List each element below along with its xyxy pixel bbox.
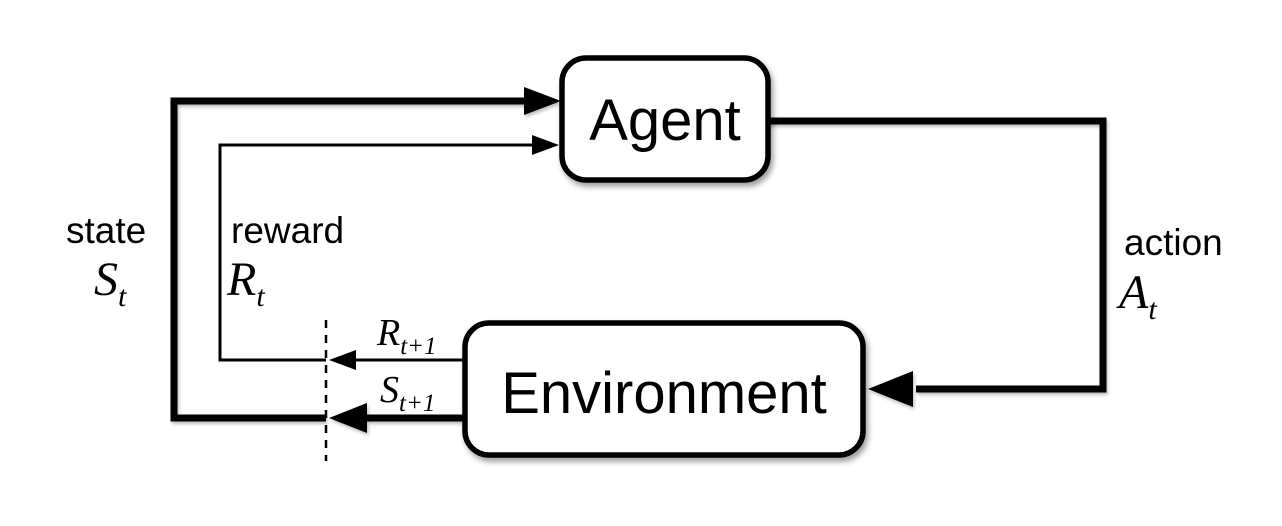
environment-box	[462, 320, 866, 458]
state-word-label: state	[66, 210, 146, 251]
reward-symbol-subscript: t	[256, 280, 265, 313]
reward-arrowhead-at-agent	[532, 135, 559, 155]
action-word-label: action	[1124, 222, 1223, 263]
reward-symbol: R	[226, 253, 256, 306]
action-symbol-subscript: t	[1148, 293, 1157, 326]
next-state-label: St+1	[380, 369, 435, 417]
state-symbol-label: St	[94, 253, 127, 313]
next-state-subscript: t+1	[399, 390, 435, 417]
action-symbol-label: At	[1116, 266, 1157, 326]
action-arrow	[767, 117, 1107, 407]
reward-symbol-label: Rt	[226, 253, 265, 313]
reward-arrow	[218, 135, 559, 370]
reward-word-label: reward	[231, 210, 344, 251]
state-arrowhead-at-agent	[524, 87, 561, 115]
action-line	[767, 117, 1107, 393]
reward-line-to-agent	[218, 143, 534, 362]
next-reward-label: Rt+1	[376, 312, 437, 360]
state-symbol: S	[94, 253, 118, 306]
action-arrowhead-at-environment	[868, 371, 913, 407]
reward-arrowhead-at-boundary	[329, 350, 356, 370]
state-arrow	[170, 87, 561, 433]
state-arrowhead-at-boundary	[329, 403, 367, 433]
agent-box	[559, 55, 771, 183]
next-state-symbol: S	[380, 369, 399, 411]
state-symbol-subscript: t	[118, 280, 127, 313]
next-reward-subscript: t+1	[400, 333, 436, 360]
environment-label: Environment	[501, 361, 827, 426]
agent-label: Agent	[589, 88, 741, 153]
state-line-to-agent	[170, 97, 527, 422]
next-reward-symbol: R	[376, 312, 400, 354]
action-symbol: A	[1116, 266, 1149, 319]
